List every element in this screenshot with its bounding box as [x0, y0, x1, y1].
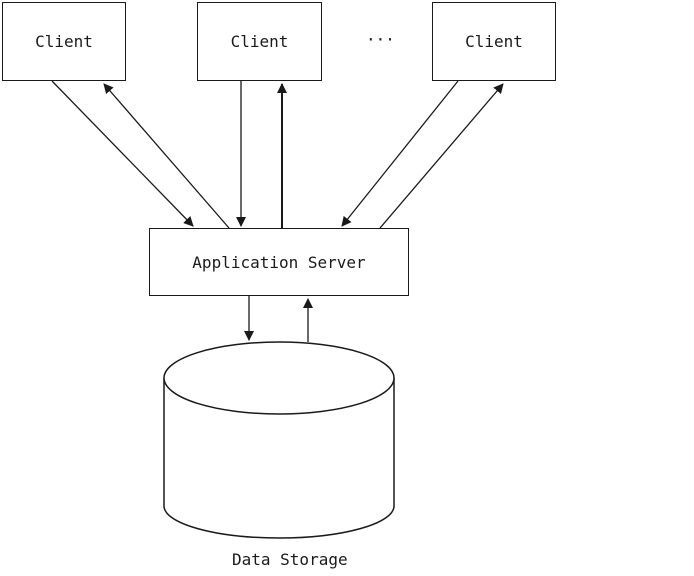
arrow-server-to-client1 — [104, 84, 229, 228]
data-storage-label: Data Storage — [232, 550, 348, 569]
arrow-client1-to-server — [52, 81, 193, 226]
client-box-1: Client — [2, 2, 126, 81]
application-server-label: Application Server — [192, 253, 365, 272]
client-box-2: Client — [197, 2, 322, 81]
database-cylinder-icon — [164, 342, 394, 538]
more-clients-ellipsis: ··· — [366, 30, 395, 49]
client-label-1: Client — [35, 32, 93, 51]
application-server-box: Application Server — [149, 228, 409, 296]
client-box-3: Client — [432, 2, 556, 81]
client-label-3: Client — [465, 32, 523, 51]
client-label-2: Client — [231, 32, 289, 51]
